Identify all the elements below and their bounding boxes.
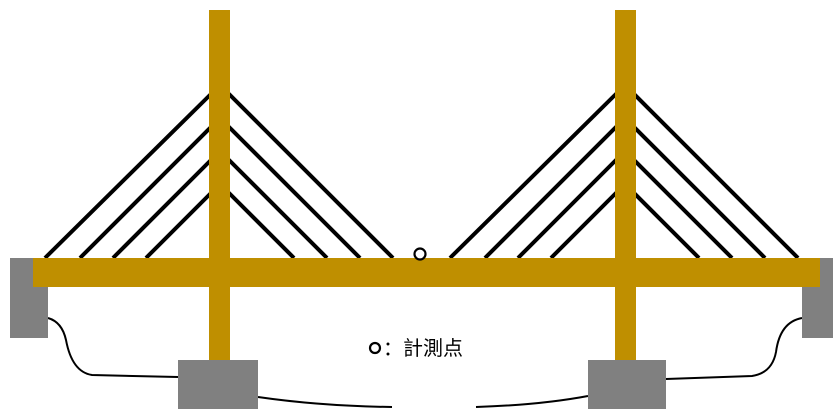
legend: ：計測点 [368, 336, 463, 360]
stay-cable [630, 156, 734, 260]
cables-left-tower [43, 90, 395, 260]
stay-cable [630, 90, 800, 260]
stay-cable [225, 156, 329, 260]
stay-cable [448, 90, 620, 260]
ground-center-left-segment [257, 396, 393, 408]
stay-cable [78, 123, 215, 260]
ground-right-segment [665, 317, 803, 380]
legend-label: ：計測点 [383, 336, 463, 360]
stay-cable [516, 156, 620, 260]
stay-cable [43, 90, 215, 260]
stay-cable [144, 189, 215, 260]
ground-left-segment [47, 317, 179, 378]
foundation-left [178, 360, 258, 409]
legend-marker-icon [368, 341, 382, 355]
stay-cable [225, 123, 362, 260]
cables-right-tower [448, 90, 800, 260]
foundation-right [588, 360, 666, 409]
stay-cable [630, 123, 767, 260]
stay-cable [549, 189, 620, 260]
tower-left [209, 10, 230, 362]
tower-right [615, 10, 636, 362]
measurement-point-marker [413, 247, 427, 261]
stay-cable [225, 90, 395, 260]
stay-cable [111, 156, 215, 260]
bridge-deck [33, 258, 820, 287]
stay-cable [630, 189, 701, 260]
stay-cable [483, 123, 620, 260]
ground-center-right-segment [475, 395, 589, 408]
stay-cable [225, 189, 296, 260]
ground-line [47, 317, 803, 408]
